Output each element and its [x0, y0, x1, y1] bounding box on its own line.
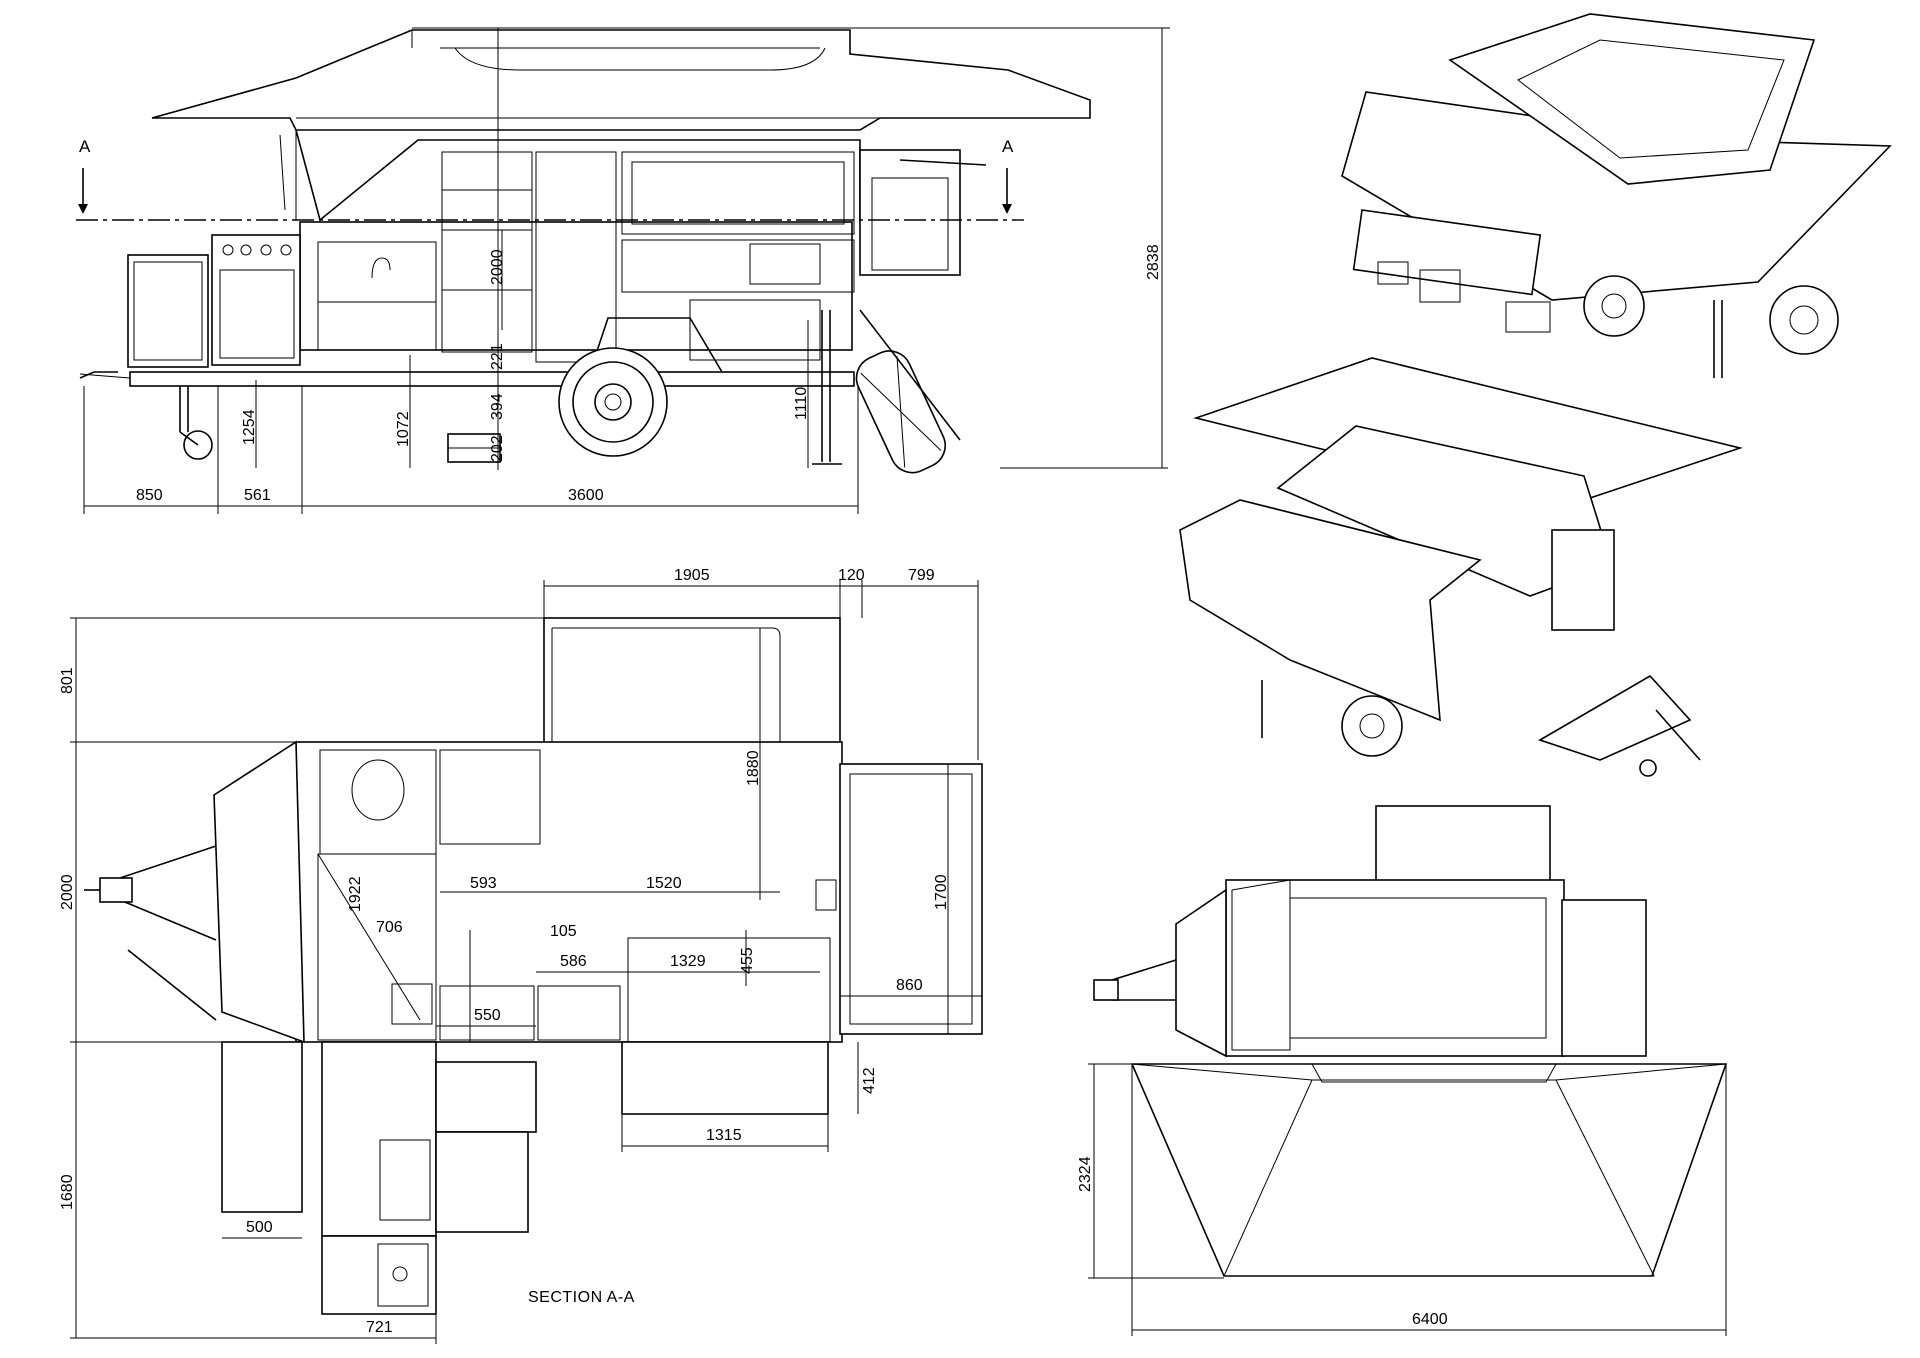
dim-awning-width: 6400 — [1412, 1311, 1448, 1328]
rear-right-panel — [1561, 899, 1647, 1057]
dim-jack-height: 1110 — [793, 387, 810, 420]
section-marker-left: A — [79, 137, 91, 156]
rear-left-panel — [1175, 888, 1227, 1058]
rear-body — [1225, 879, 1565, 1057]
dim-hitch-length: 850 — [136, 487, 163, 504]
lower-drawer — [435, 1061, 537, 1133]
dim-upper-depth: 801 — [59, 667, 76, 694]
front-door — [127, 254, 209, 368]
dim-lower-depth: 1680 — [59, 1174, 76, 1210]
dim-h455: 455 — [739, 947, 756, 974]
dim-body-depth: 2000 — [59, 874, 76, 910]
iso2-roof — [1276, 425, 1613, 597]
dim-body-length: 3600 — [568, 487, 604, 504]
lower-kitchen — [321, 1041, 437, 1237]
dim-w105: 105 — [550, 923, 577, 940]
front-box-plan — [213, 740, 305, 1044]
jockey-wheel — [183, 430, 213, 460]
dim-w586: 586 — [560, 953, 587, 970]
rear-door-up — [1375, 805, 1551, 893]
iso2-wheel — [1341, 695, 1403, 757]
iso1-roof — [1448, 13, 1816, 185]
front-pullout — [621, 1041, 829, 1115]
sink-unit — [321, 1235, 437, 1315]
chassis — [129, 371, 855, 387]
dim-galley: 706 — [376, 919, 403, 936]
dim-bed-width: 1520 — [646, 875, 682, 892]
section-plan: 1905 120 799 801 2000 1680 1880 1700 192… — [59, 567, 983, 1344]
dim-tread: 394 — [489, 393, 506, 420]
dim-w721: 721 — [366, 1319, 393, 1336]
iso1-body — [1352, 209, 1542, 296]
dim-bed-length: 1880 — [745, 750, 762, 786]
dim-awning-depth: 2324 — [1077, 1156, 1094, 1192]
dim-ground-to-floor: 1254 — [241, 409, 258, 445]
dim-top-width: 1905 — [674, 567, 710, 584]
iso-view-top — [1341, 13, 1892, 378]
rear-hitch — [1093, 979, 1119, 1001]
front-box — [211, 234, 301, 366]
dim-ground-clearance: 202 — [489, 435, 506, 462]
dim-overall-height: 2838 — [1145, 244, 1162, 280]
section-label: SECTION A-A — [528, 1289, 635, 1306]
dim-kitchen-height: 2000 — [489, 249, 506, 285]
dim-w1329: 1329 — [670, 953, 706, 970]
iso2-body — [1179, 499, 1482, 722]
iso2-vent — [1551, 529, 1615, 631]
dim-w1315: 1315 — [706, 1127, 742, 1144]
dim-right-panel: 1700 — [933, 874, 950, 910]
dim-h412: 412 — [861, 1067, 878, 1094]
dim-w550: 550 — [474, 1007, 501, 1024]
dim-w500: 500 — [246, 1219, 273, 1236]
side-body — [299, 221, 853, 351]
dim-diag: 1922 — [347, 876, 364, 912]
side-tent-body — [295, 129, 861, 222]
rear-door — [859, 149, 961, 276]
iso1-wheel-1 — [1583, 275, 1645, 337]
dim-gap: 120 — [838, 567, 865, 584]
side-awning — [151, 29, 1091, 131]
right-pullout — [839, 763, 983, 1035]
dim-w593: 593 — [470, 875, 497, 892]
dim-right-ext: 799 — [908, 567, 935, 584]
rear-view: 2324 6400 — [1077, 805, 1728, 1336]
dim-floor-height: 1072 — [395, 411, 412, 447]
section-marker-right: A — [1002, 137, 1014, 156]
dim-step: 221 — [489, 343, 506, 370]
dim-drawbar: 561 — [244, 487, 271, 504]
dim-w860: 860 — [896, 977, 923, 994]
rear-awning — [1130, 1063, 1728, 1277]
iso1-wheel-2 — [1769, 285, 1839, 355]
main-wheel — [558, 347, 668, 457]
hitch-coupling — [99, 877, 133, 903]
side-elevation: A A 2838 850 561 3600 1254 1072 2000 221… — [76, 27, 1170, 514]
